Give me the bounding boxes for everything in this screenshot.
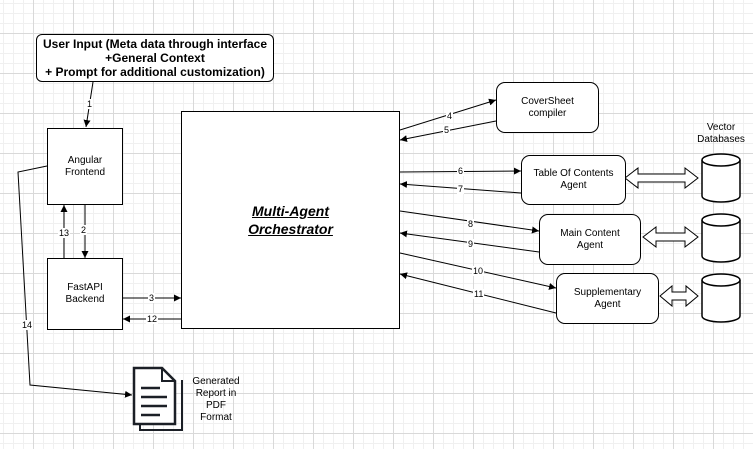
coversheet-compiler-node: CoverSheet compiler	[496, 82, 599, 133]
vector-databases-label: Vector Databases	[690, 122, 752, 146]
vector-db-line1: Vector	[706, 122, 736, 133]
generated-report-label: Generated Report in PDF Format	[186, 376, 246, 424]
step-label-12: 12	[146, 314, 159, 324]
step-label-10: 10	[472, 266, 485, 276]
coversheet-line2: compiler	[528, 107, 567, 119]
main-line1: Main Content	[560, 227, 620, 239]
step-label-11: 11	[473, 289, 485, 299]
backend-line1: FastAPI	[67, 282, 103, 293]
vector-db-line2: Databases	[697, 134, 745, 145]
supplementary-line2: Agent	[594, 298, 621, 310]
step-label-6: 6	[457, 166, 465, 176]
step-label-3: 3	[148, 293, 156, 303]
fastapi-backend-node: FastAPI Backend	[47, 258, 123, 330]
coversheet-line1: CoverSheet	[521, 95, 574, 107]
supplementary-agent-node: Supplementary Agent	[556, 273, 659, 324]
database-icon	[701, 213, 741, 263]
step-label-8: 8	[467, 219, 475, 229]
main-content-agent-node: Main Content Agent	[539, 214, 641, 265]
toc-line1: Table Of Contents	[533, 168, 614, 179]
toc-line2: Agent	[560, 180, 587, 191]
user-input-line3: + Prompt for additional customization)	[45, 65, 265, 79]
double-arrow-icon	[642, 225, 699, 249]
step-label-7: 7	[457, 184, 465, 194]
step-label-14: 14	[21, 320, 34, 330]
table-of-contents-agent-node: Table Of Contents Agent	[521, 155, 626, 205]
orchestrator-line1: Multi-Agent	[252, 203, 329, 219]
backend-line2: Backend	[65, 294, 105, 305]
step-label-13: 13	[58, 228, 71, 238]
step-label-2: 2	[80, 225, 88, 235]
database-icon	[701, 153, 741, 203]
user-input-line1: User Input (Meta data through interface	[42, 37, 268, 51]
report-line1: Generated	[192, 376, 240, 387]
double-arrow-icon	[624, 166, 699, 190]
report-line2: Report in	[195, 388, 237, 399]
user-input-line2: +General Context	[105, 51, 205, 65]
user-input-node: User Input (Meta data through interface …	[36, 34, 274, 82]
main-line2: Agent	[576, 239, 604, 251]
database-icon	[701, 273, 741, 323]
document-icon	[132, 366, 183, 431]
report-line3: PDF	[206, 400, 226, 411]
report-line4: Format	[200, 412, 232, 423]
frontend-line2: Frontend	[64, 166, 106, 178]
frontend-line1: Angular	[67, 154, 103, 166]
step-label-9: 9	[467, 239, 475, 249]
edge-14	[17, 165, 133, 398]
step-label-5: 5	[443, 125, 451, 135]
step-label-1: 1	[86, 99, 94, 109]
double-arrow-icon	[659, 284, 699, 308]
step-label-4: 4	[446, 111, 454, 121]
angular-frontend-node: Angular Frontend	[47, 128, 123, 205]
supplementary-line1: Supplementary	[573, 286, 642, 298]
multi-agent-orchestrator-node: Multi-Agent Orchestrator	[181, 111, 400, 329]
orchestrator-line2: Orchestrator	[248, 221, 333, 237]
